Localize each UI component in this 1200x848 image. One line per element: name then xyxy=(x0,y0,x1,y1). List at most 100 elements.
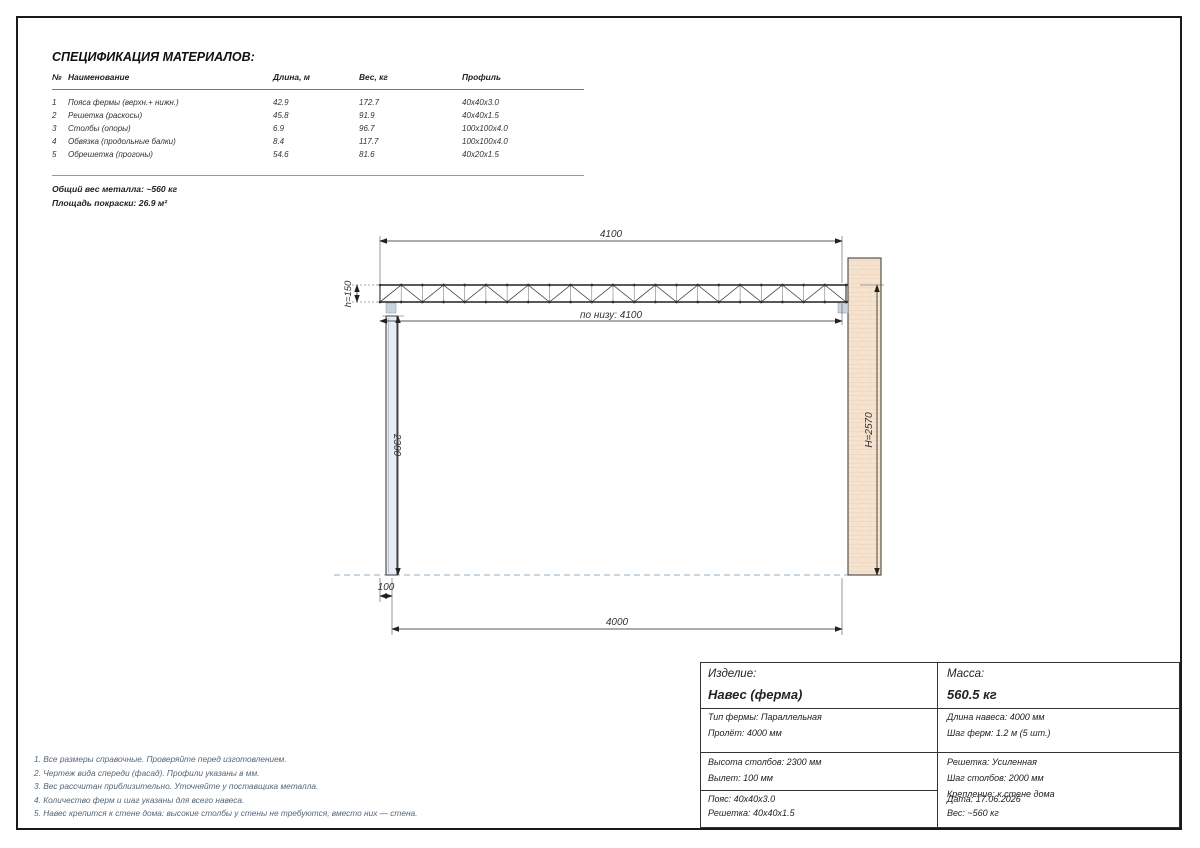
cell-name: Пояса фермы (верхн.+ нижн.) xyxy=(68,98,179,107)
truss-node xyxy=(611,283,615,287)
canopy-length: Длина навеса: 4000 мм xyxy=(947,712,1045,722)
spec-header-weight: Вес, кг xyxy=(359,72,388,82)
truss-node xyxy=(632,283,636,287)
truss-node xyxy=(442,300,445,304)
spec-header-name: Наименование xyxy=(68,72,130,82)
total-metal-weight: Общий вес металла: ~560 кг xyxy=(52,184,178,194)
truss-diagonal xyxy=(655,284,677,303)
truss-node xyxy=(738,283,742,287)
table-row: 5 Обрешетка (прогоны) 54.6 81.6 40x20x1.… xyxy=(52,148,584,176)
truss-node xyxy=(759,283,763,287)
truss-node xyxy=(823,300,827,304)
truss-node xyxy=(717,300,721,304)
materials-specification: СПЕЦИФИКАЦИЯ МАТЕРИАЛОВ: № Наименование … xyxy=(52,50,592,210)
truss-diagonal xyxy=(824,284,847,303)
truss-diagonal xyxy=(422,284,444,303)
mounting: Крепление: к стене дома xyxy=(947,789,1055,799)
truss-node xyxy=(738,300,742,304)
drawing-notes: 1. Все размеры справочные. Проверяйте пе… xyxy=(34,753,417,821)
cell-weight: 96.7 xyxy=(359,124,375,133)
spec-title: СПЕЦИФИКАЦИЯ МАТЕРИАЛОВ: xyxy=(52,50,255,64)
chord-profile: Пояс: 40x40x3.0 xyxy=(708,794,776,804)
cell-length: 45.8 xyxy=(273,111,289,120)
wall-bearing-plate xyxy=(837,302,849,314)
cell-length: 8.4 xyxy=(273,137,285,146)
truss-diagonal xyxy=(761,284,783,303)
cell-number: 2 xyxy=(52,111,57,120)
truss-diagonal xyxy=(718,284,741,303)
truss-diagonal xyxy=(443,284,465,303)
post-height: Высота столбов: 2300 мм xyxy=(708,757,822,767)
mass-value: 560.5 кг xyxy=(947,687,997,702)
note-item: 3. Вес рассчитан приблизительно. Уточняй… xyxy=(34,781,319,791)
truss-diagonal xyxy=(528,284,550,303)
truss-node xyxy=(611,300,615,304)
truss-node xyxy=(696,283,700,287)
overhang: Вылет: 100 мм xyxy=(708,773,773,783)
truss-diagonal xyxy=(400,284,423,303)
truss-node xyxy=(505,300,509,304)
note-item: 4. Количество ферм и шаг указаны для все… xyxy=(34,794,245,805)
truss-node xyxy=(548,300,551,304)
cell-weight: 91.9 xyxy=(359,111,375,120)
truss-node xyxy=(675,283,678,287)
cell-profile: 40x40x1.5 xyxy=(462,111,499,120)
title-block-divider xyxy=(701,708,1179,709)
truss-node xyxy=(484,300,488,304)
truss-node xyxy=(781,283,784,287)
dim-chord-label: по низу: 4100 xyxy=(580,310,642,321)
truss-node xyxy=(526,300,530,304)
dim-span-label: 4000 xyxy=(606,617,629,628)
title-block-divider-vertical xyxy=(937,663,938,827)
span: Пролёт: 4000 мм xyxy=(708,728,782,738)
cell-name: Обвязка (продольные балки) xyxy=(68,137,176,146)
cell-number: 3 xyxy=(52,124,57,133)
post-bearing-plate xyxy=(385,302,397,314)
truss-node xyxy=(590,283,594,287)
truss-diagonal xyxy=(612,284,635,303)
truss-node xyxy=(717,283,721,287)
truss-node xyxy=(569,300,573,304)
truss-node xyxy=(696,300,700,304)
post-step: Шаг столбов: 2000 мм xyxy=(947,773,1044,783)
truss-diagonal xyxy=(506,284,529,303)
truss-node xyxy=(844,283,848,287)
note-item: 1. Все размеры справочные. Проверяйте пе… xyxy=(34,754,287,764)
dim-truss-height-label: h=150 xyxy=(343,280,354,307)
truss-node xyxy=(548,283,551,287)
product-label: Изделие: xyxy=(708,668,757,680)
truss-node xyxy=(526,283,530,287)
cell-weight: 117.7 xyxy=(359,137,379,146)
lattice-type: Решетка: Усиленная xyxy=(947,757,1037,767)
cell-length: 6.9 xyxy=(273,124,285,133)
truss-node xyxy=(759,300,763,304)
truss-web xyxy=(378,283,848,304)
dim-overhang-label: 100 xyxy=(378,582,395,593)
lattice-profile: Решетка: 40x40x1.5 xyxy=(708,808,795,818)
cell-weight: 81.6 xyxy=(359,150,375,159)
truss-node xyxy=(420,300,424,304)
truss-diagonal xyxy=(803,284,826,303)
spec-header-number: № xyxy=(52,72,62,82)
truss-diagonal xyxy=(485,284,508,303)
title-block: Изделие: Навес (ферма) Масса: 560.5 кг Т… xyxy=(700,662,1180,828)
cell-number: 5 xyxy=(52,150,57,159)
sheet-frame xyxy=(16,16,1182,830)
truss-node xyxy=(802,300,806,304)
truss-node xyxy=(463,283,467,287)
truss-node xyxy=(378,300,382,304)
table-row: 2 Решетка (раскосы) 45.8 91.9 40x40x1.5 xyxy=(52,109,584,122)
truss-node xyxy=(802,283,806,287)
table-row: 1 Пояса фермы (верхн.+ нижн.) 42.9 172.7… xyxy=(52,90,584,110)
truss-node xyxy=(484,283,488,287)
truss-node xyxy=(653,300,657,304)
truss-node xyxy=(569,283,573,287)
cell-profile: 40x20x1.5 xyxy=(462,150,499,159)
truss-diagonal xyxy=(782,284,804,303)
cell-profile: 40x40x3.0 xyxy=(462,98,499,107)
cell-name: Обрешетка (прогоны) xyxy=(68,150,153,159)
truss-node xyxy=(823,283,827,287)
date: Дата: 17.06.2026 xyxy=(947,794,1021,804)
dim-wall-height-label: H=2570 xyxy=(864,412,875,448)
cell-profile: 100x100x4.0 xyxy=(462,137,508,146)
